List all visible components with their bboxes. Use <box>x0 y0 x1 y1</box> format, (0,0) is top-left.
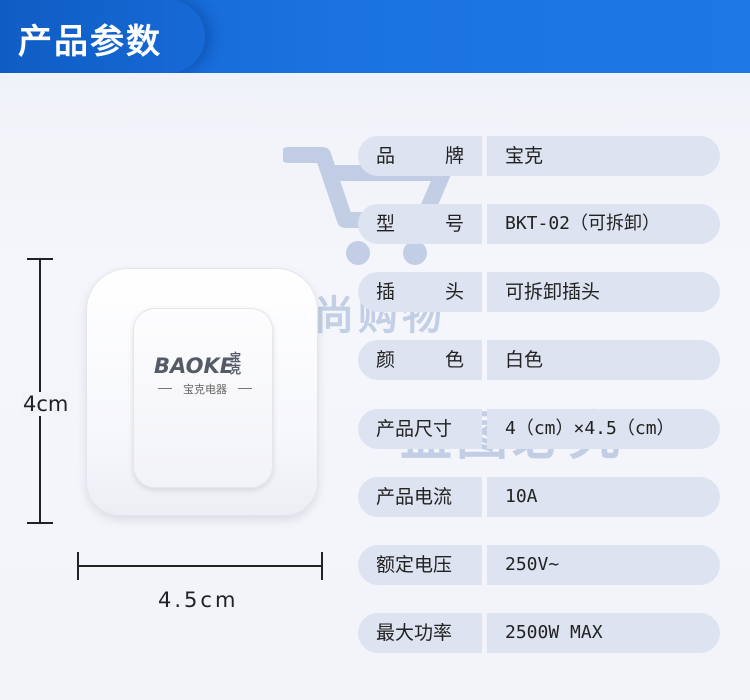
height-dimension-label: 4cm <box>22 392 70 416</box>
spec-label: 额定电压 <box>358 545 482 585</box>
height-dimension-cap <box>27 522 53 524</box>
spec-row: 最大功率 2500W MAX <box>358 613 720 653</box>
spec-value: 4（cm）×4.5（cm） <box>487 409 720 449</box>
page-title: 产品参数 <box>18 22 162 62</box>
brand-logo: BAOKE <box>154 354 235 378</box>
brand-logo-cn: 宝克 <box>230 351 241 376</box>
spec-row: 型号 BKT-02（可拆卸） <box>358 204 720 244</box>
adapter-face <box>133 308 273 488</box>
width-dimension-cap <box>321 552 323 580</box>
spec-label: 颜色 <box>358 340 482 380</box>
spec-value: 可拆卸插头 <box>487 272 720 312</box>
spec-label: 最大功率 <box>358 613 482 653</box>
spec-row: 品牌 宝克 <box>358 136 720 176</box>
spec-label: 插头 <box>358 272 482 312</box>
spec-value: 宝克 <box>487 136 720 176</box>
width-dimension-label: 4.5cm <box>158 588 239 612</box>
product-image: BAOKE 宝克 宝克电器 <box>78 262 324 522</box>
spec-value: BKT-02（可拆卸） <box>487 204 720 244</box>
spec-label: 品牌 <box>358 136 482 176</box>
spec-row: 产品电流 10A <box>358 477 720 517</box>
spec-row: 插头 可拆卸插头 <box>358 272 720 312</box>
width-dimension-cap <box>77 552 79 580</box>
spec-row: 额定电压 250V~ <box>358 545 720 585</box>
spec-value: 250V~ <box>487 545 720 585</box>
spec-value: 10A <box>487 477 720 517</box>
spec-label: 产品电流 <box>358 477 482 517</box>
height-dimension-cap <box>27 258 53 260</box>
height-dimension-line <box>39 258 41 524</box>
title-pill <box>0 0 205 73</box>
spec-label: 产品尺寸 <box>358 409 482 449</box>
spec-value: 2500W MAX <box>487 613 720 653</box>
spec-row: 颜色 白色 <box>358 340 720 380</box>
spec-label: 型号 <box>358 204 482 244</box>
width-dimension-line <box>77 565 323 567</box>
spec-value: 白色 <box>487 340 720 380</box>
header-banner: 产品参数 <box>0 0 750 73</box>
brand-subtitle: 宝克电器 <box>158 381 252 397</box>
spec-row: 产品尺寸 4（cm）×4.5（cm） <box>358 409 720 449</box>
